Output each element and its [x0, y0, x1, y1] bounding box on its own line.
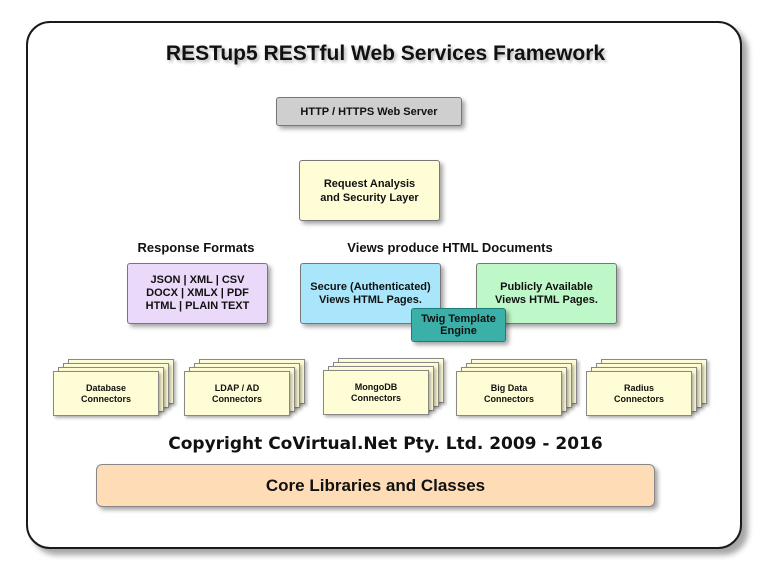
- views-heading: Views produce HTML Documents: [347, 240, 553, 255]
- mongodb-connectors-label: MongoDB Connectors: [323, 370, 429, 415]
- secure-views-box: Secure (Authenticated) Views HTML Pages.: [300, 263, 441, 324]
- response-formats-heading: Response Formats: [137, 240, 255, 255]
- ldap-connectors-label: LDAP / AD Connectors: [184, 371, 290, 416]
- twig-engine-box: Twig Template Engine: [411, 308, 506, 342]
- response-formats-box: JSON | XML | CSV DOCX | XMLX | PDF HTML …: [127, 263, 268, 324]
- database-connectors-label: Database Connectors: [53, 371, 159, 416]
- radius-connectors-label: Radius Connectors: [586, 371, 692, 416]
- copyright-text: Copyright CoVirtual.Net Pty. Ltd. 2009 -…: [168, 434, 603, 454]
- diagram-title: RESTup5 RESTful Web Services Framework: [165, 42, 606, 65]
- http-server-box: HTTP / HTTPS Web Server: [276, 97, 462, 126]
- big-data-connectors-label: Big Data Connectors: [456, 371, 562, 416]
- core-libraries-box: Core Libraries and Classes: [96, 464, 655, 507]
- request-analysis-box: Request Analysis and Security Layer: [299, 160, 440, 221]
- public-views-box: Publicly Available Views HTML Pages.: [476, 263, 617, 324]
